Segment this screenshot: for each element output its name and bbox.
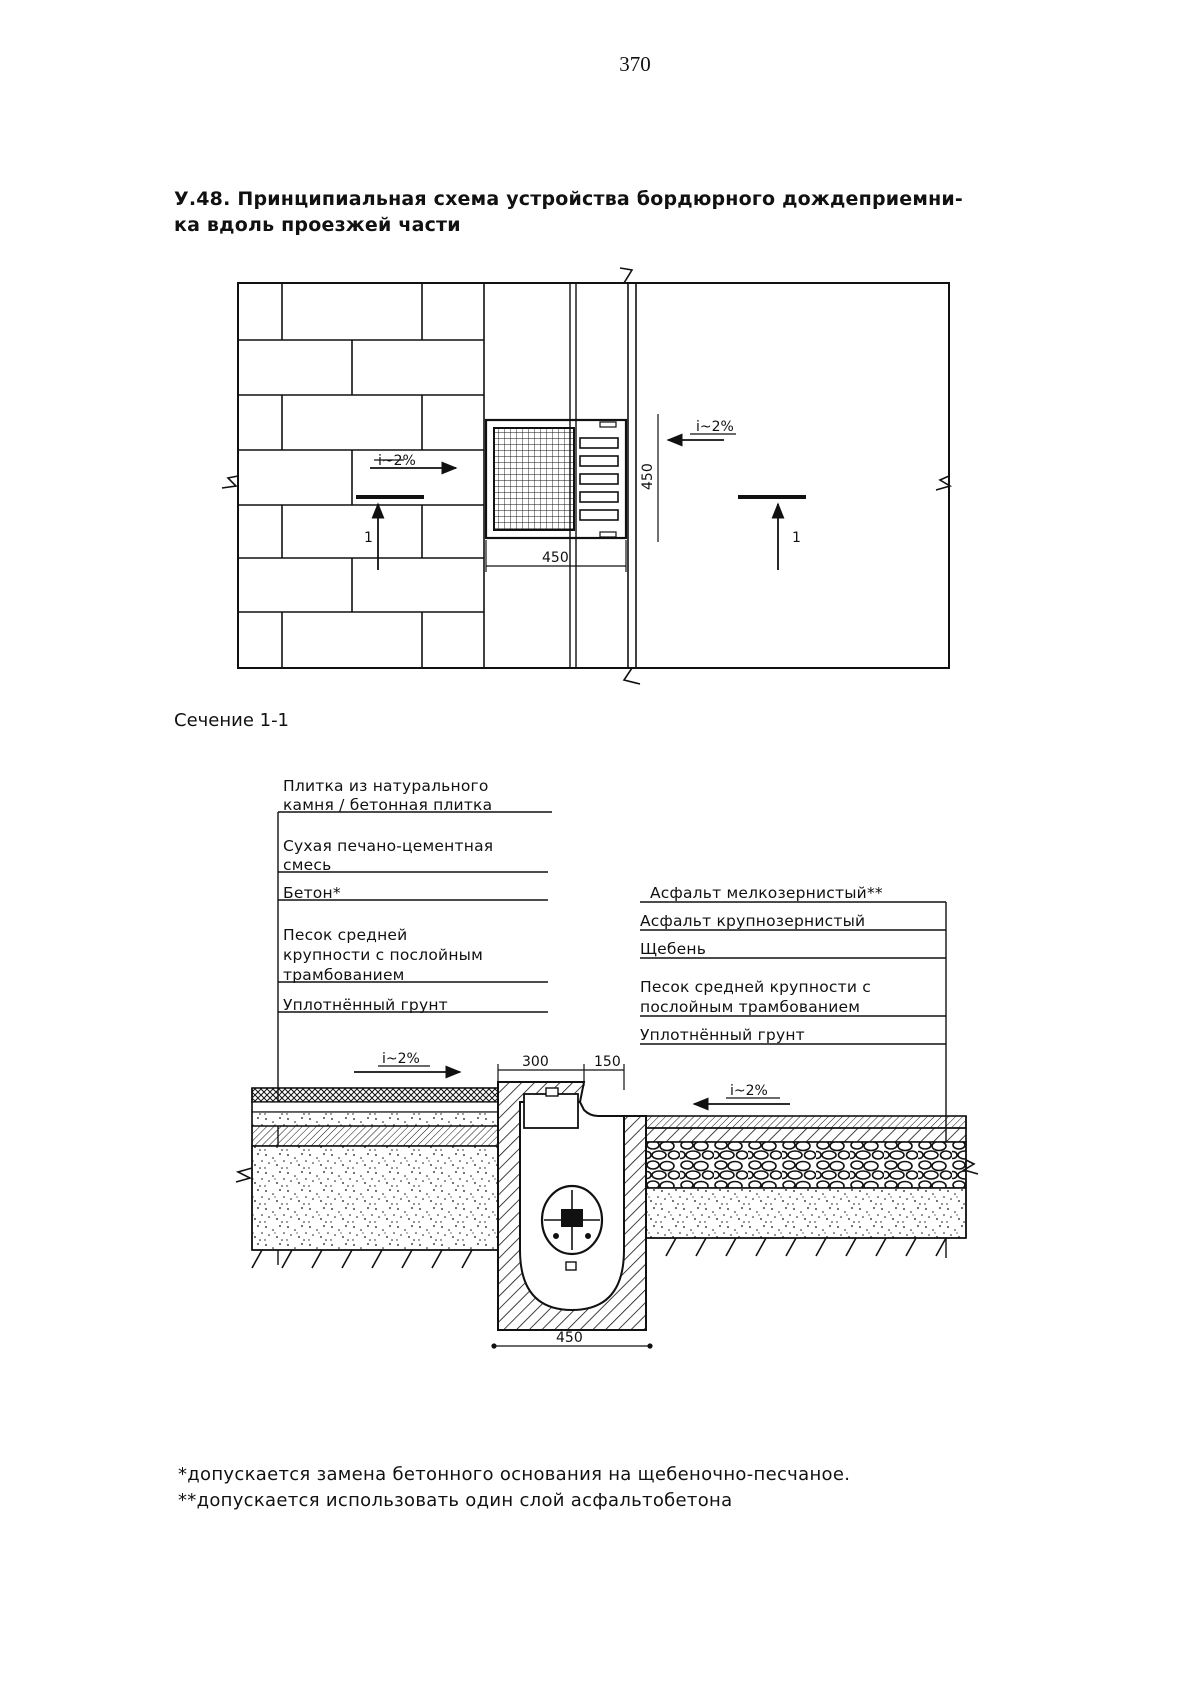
left-pavement-layers bbox=[251, 1087, 499, 1251]
left-layer-label-5: Уплотнённый грунт bbox=[283, 996, 448, 1014]
left-layer-label-1b: камня / бетонная плитка bbox=[283, 796, 492, 814]
left-layer-label-1a: Плитка из натурального bbox=[283, 777, 489, 795]
section-slope-arrows bbox=[354, 1065, 790, 1111]
right-layer-label-3: Щебень bbox=[640, 940, 706, 958]
section-slope-right-label: i~2% bbox=[730, 1083, 768, 1099]
plan-view bbox=[221, 267, 952, 685]
left-layer-label-4c: трамбованием bbox=[283, 966, 405, 984]
plan-dim-width: 450 bbox=[542, 550, 569, 566]
plan-section-mark-left: 1 bbox=[364, 530, 373, 546]
section-slope-left-label: i~2% bbox=[382, 1051, 420, 1067]
page-number: 370 bbox=[619, 52, 651, 76]
footnote-1: *допускается замена бетонного основания … bbox=[178, 1464, 851, 1485]
left-layer-label-4a: Песок средней bbox=[283, 926, 407, 944]
grate bbox=[484, 418, 628, 540]
ground-hatching bbox=[251, 1237, 966, 1269]
right-layer-label-4b: послойным трамбованием bbox=[640, 998, 860, 1016]
plan-slope-left-label: i~2% bbox=[378, 453, 416, 469]
plan-slope-right-label: i~2% bbox=[696, 419, 734, 435]
section-title: Сечение 1-1 bbox=[174, 710, 290, 731]
plan-section-mark-right: 1 bbox=[792, 530, 801, 546]
right-pavement-layers bbox=[645, 1115, 967, 1239]
figure-caption-line-1: У.48. Принципиальная схема устройства бо… bbox=[174, 188, 963, 210]
right-layer-label-5: Уплотнённый грунт bbox=[640, 1026, 805, 1044]
drain-channel bbox=[497, 1081, 647, 1331]
right-layer-label-1: Асфальт мелкозернистый** bbox=[650, 884, 883, 902]
paving-tiles bbox=[238, 283, 484, 668]
figure-caption-line-2: ка вдоль проезжей части bbox=[174, 214, 461, 236]
footnote-2: **допускается использовать один слой асф… bbox=[178, 1490, 733, 1511]
section-dim-150: 150 bbox=[594, 1054, 621, 1070]
section-dimensions bbox=[491, 1064, 653, 1349]
right-layer-label-4a: Песок средней крупности с bbox=[640, 978, 871, 996]
left-layer-label-4b: крупности с послойным bbox=[283, 946, 483, 964]
left-layer-label-2a: Сухая печано-цементная bbox=[283, 837, 493, 855]
right-layer-label-2: Асфальт крупнозернистый bbox=[640, 912, 865, 930]
plan-dim-height: 450 bbox=[640, 463, 656, 490]
left-leader-lines bbox=[277, 811, 552, 1265]
section-dim-450: 450 bbox=[556, 1330, 583, 1346]
left-layer-label-3: Бетон* bbox=[283, 884, 341, 902]
section-dim-300: 300 bbox=[522, 1054, 549, 1070]
left-layer-label-2b: смесь bbox=[283, 856, 331, 874]
